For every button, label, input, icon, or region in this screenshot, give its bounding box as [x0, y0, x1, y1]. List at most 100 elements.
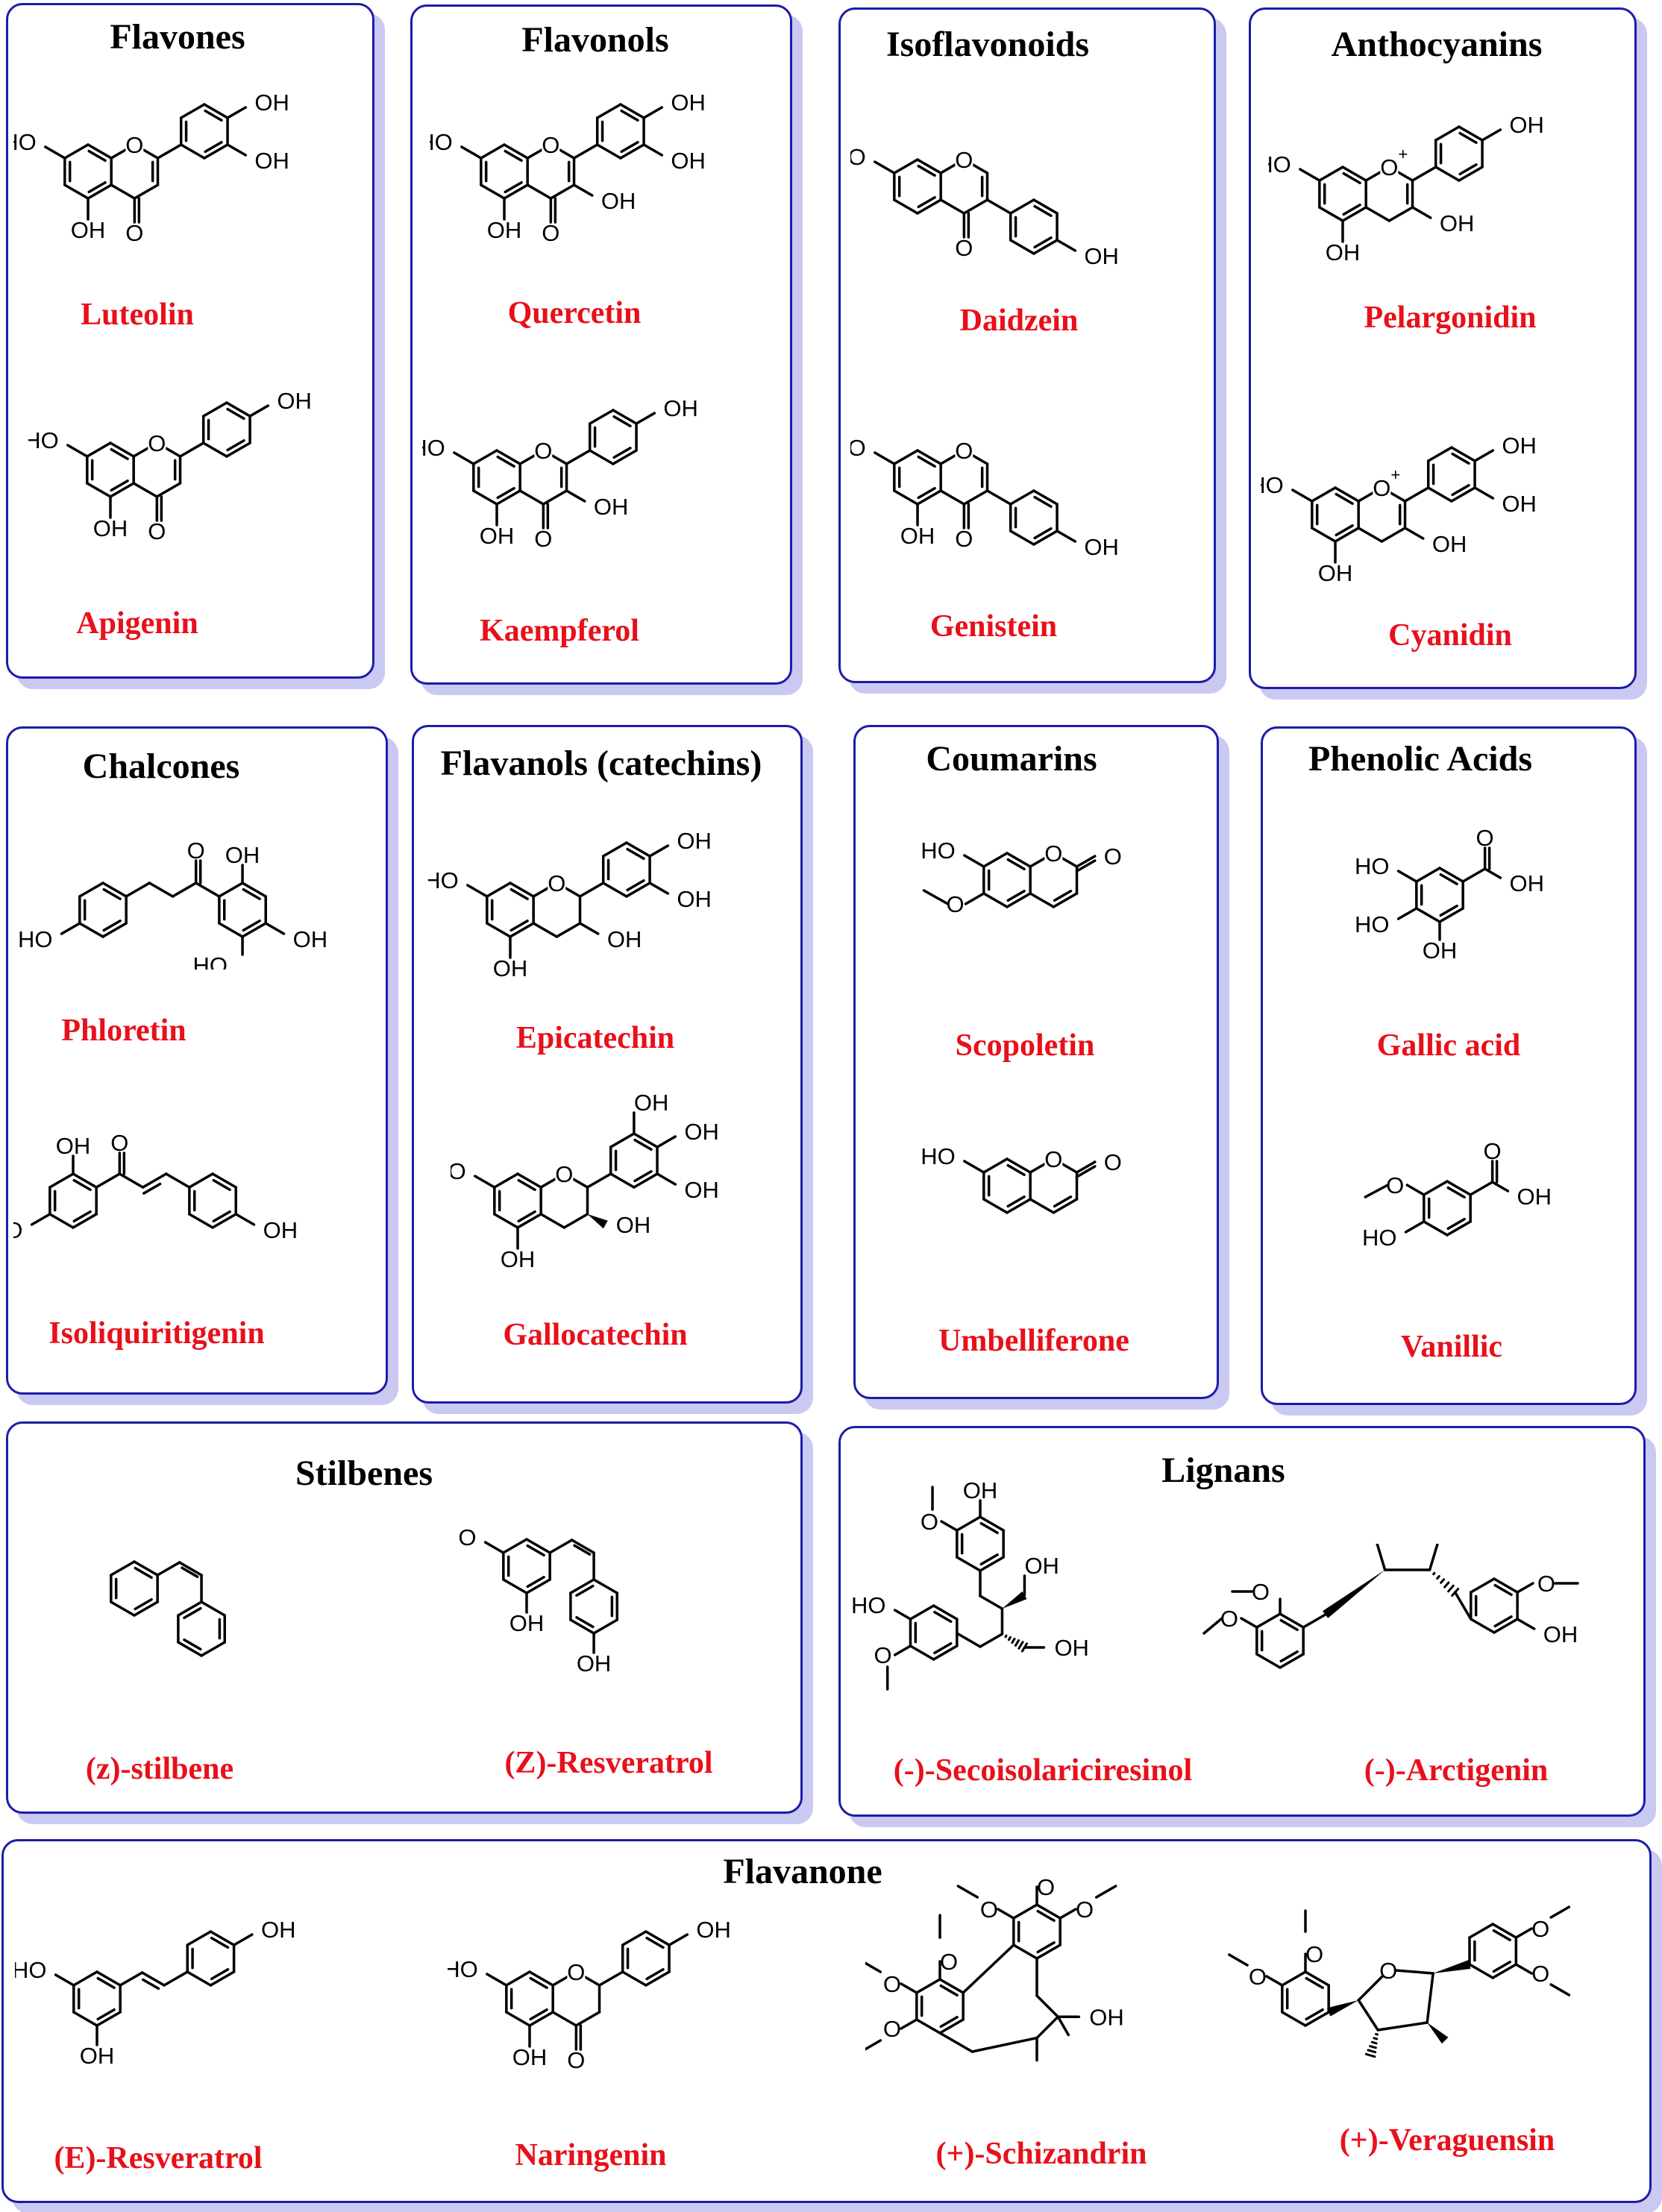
atom-label: O [567, 2047, 585, 2073]
structure-isoliquiritigenin: HO OH O OH [13, 1130, 298, 1243]
structure-quercetin: OOHOOHOHOHOH [430, 89, 706, 246]
compound-name: Naringenin [515, 2138, 667, 2172]
compound-name: Phloretin [61, 1014, 186, 1048]
atom-label: O [542, 220, 559, 246]
atom-label: OH [501, 1246, 536, 1272]
compound-name: Genistein [929, 609, 1058, 644]
atom-label: O [542, 132, 559, 158]
atom-label: OH [634, 1090, 669, 1116]
compound-name: Vanillic [1400, 1330, 1503, 1364]
atom-label: HO [850, 435, 866, 461]
atom-label: OH [616, 1212, 651, 1238]
atom-label: O [1531, 1916, 1549, 1942]
structure-z-stilbene [110, 1560, 226, 1657]
panel-title: Lignans [1161, 1451, 1285, 1490]
atom-label: O [110, 1130, 128, 1156]
atom-label: OH [56, 1133, 91, 1159]
atom-label: O [1476, 825, 1494, 851]
atom-label: O [1252, 1579, 1270, 1605]
atom-label: OH [677, 828, 712, 854]
panel-title: Flavanols (catechins) [440, 744, 762, 783]
compound-name: (z)-stilbene [85, 1752, 234, 1786]
atom-label: HO [448, 1956, 478, 1982]
atom-label: OH [594, 494, 629, 520]
compound-name: Scopoletin [955, 1028, 1095, 1063]
compound-name: (-)-Arctigenin [1364, 1753, 1549, 1788]
atom-label: O [921, 1509, 938, 1535]
panel-chalcones [6, 726, 388, 1395]
atom-label: HO [13, 129, 37, 155]
panel-title: Phenolic Acids [1308, 739, 1533, 779]
compound-name: (+)-Veraguensin [1339, 2123, 1555, 2158]
atom-label: O [883, 1971, 901, 1997]
atom-label: OH [677, 886, 712, 912]
atom-label: OH [254, 148, 289, 174]
atom-label: OH [263, 1217, 298, 1243]
atom-label: OH [1024, 1553, 1059, 1579]
atom-label: O [1380, 154, 1398, 180]
atom-label: O [1104, 843, 1122, 870]
atom-label: O [1386, 1172, 1404, 1198]
atom-label: O [567, 1959, 585, 1985]
atom-label: O [1104, 1149, 1122, 1175]
atom-label: O [1531, 1961, 1549, 1987]
atom-label: O [1220, 1606, 1238, 1632]
atom-label: O [1484, 1138, 1502, 1164]
atom-label: OH [1089, 2004, 1124, 2030]
panel-flavanols [412, 725, 803, 1404]
atom-label: O [1044, 1146, 1062, 1172]
atom-label: OH [225, 842, 260, 868]
panel-coumarins [853, 725, 1219, 1399]
compound-name: (+)-Schizandrin [935, 2137, 1147, 2171]
panel-title: Flavones [110, 17, 245, 57]
charge-label: + [1398, 145, 1408, 163]
panel-flavanone [1, 1839, 1652, 2203]
atom-label: HO [28, 427, 59, 453]
compound-name: Luteolin [81, 298, 194, 332]
atom-label: O [874, 1642, 892, 1668]
compound-name: Gallocatechin [503, 1318, 688, 1352]
atom-label: OH [1084, 243, 1119, 269]
atom-label: O [946, 891, 964, 917]
compound-name: Pelargonidin [1364, 301, 1537, 335]
atom-label: HO [850, 144, 866, 170]
atom-label: O [187, 838, 205, 864]
atom-label: OH [663, 395, 698, 421]
atom-label: HO [1362, 1225, 1397, 1251]
atom-label: OH [71, 217, 106, 243]
atom-label: OH [601, 188, 636, 214]
atom-label: OH [261, 1917, 296, 1943]
atom-label: O [1373, 475, 1390, 501]
atom-label: HO [1355, 853, 1390, 879]
atom-label: OH [493, 955, 528, 981]
atom-label: OH [480, 523, 515, 549]
atom-label: HO [193, 952, 228, 970]
atom-label: OH [277, 388, 312, 414]
atom-label: O [955, 235, 973, 261]
atom-label: HO [851, 1592, 886, 1618]
atom-label: HO [13, 1217, 22, 1243]
atom-label: OH [684, 1119, 719, 1145]
atom-label: OH [963, 1477, 998, 1504]
compound-name: Epicatechin [515, 1021, 675, 1055]
compound-name: Cyanidin [1388, 618, 1512, 653]
atom-label: OH [509, 1610, 545, 1636]
compound-name: Daidzein [959, 304, 1079, 338]
atom-label: O [1037, 1874, 1055, 1900]
panel-title: Coumarins [926, 739, 1097, 779]
atom-label: OH [696, 1917, 731, 1943]
atom-label: O [955, 438, 973, 464]
